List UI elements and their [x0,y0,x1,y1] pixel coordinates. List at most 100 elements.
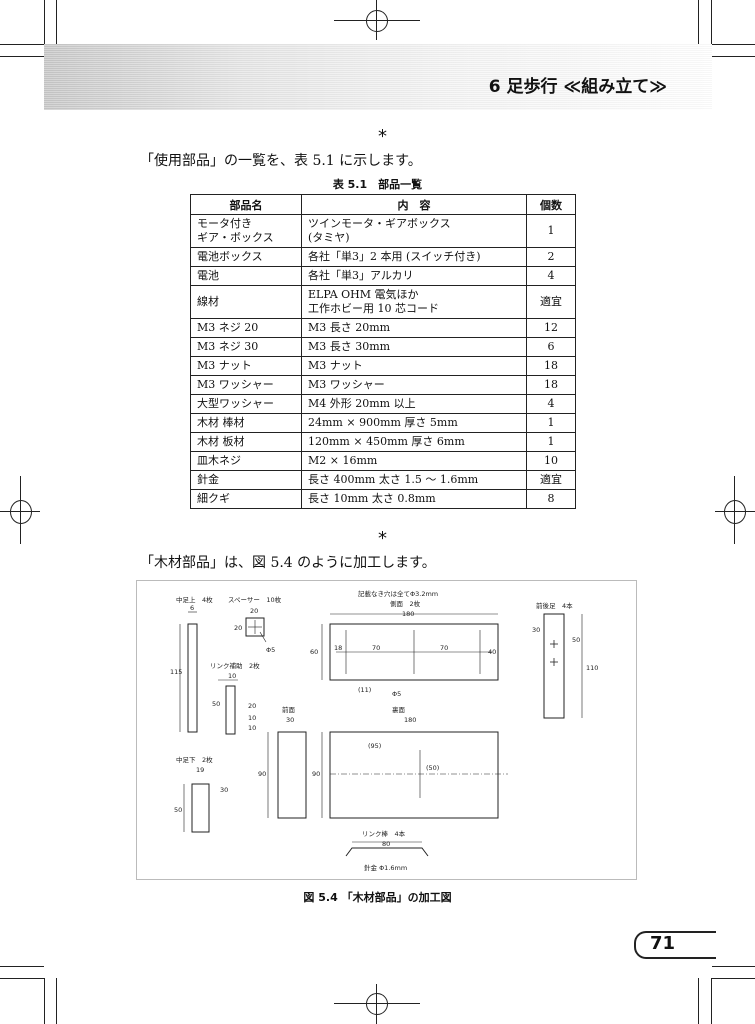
label-side-plate-h: 60 [310,648,318,656]
label-lower-leg: 中足下 2枚 [176,755,213,764]
chapter-header-band [44,44,712,110]
crop-mark [711,978,712,1024]
crop-mark [712,966,755,967]
cell-part-name: 電池ボックス [190,247,302,267]
label-side-note: 記載なき穴は全てΦ3.2mm [358,589,438,598]
parts-table: 部品名 内 容 個数 モータ付き ギア・ボックスツインモータ・ギアボックス (タ… [190,194,576,509]
registration-mark [334,1003,420,1004]
cell-content: M2 × 16mm [301,451,527,471]
cell-quantity: 1 [526,413,576,433]
link-rod-part [345,847,429,857]
label-back-d1: (95) [368,742,381,750]
crop-mark [712,56,755,57]
cell-quantity: 4 [526,394,576,414]
cell-content: 長さ 400mm 太さ 1.5 ～ 1.6mm [301,470,527,490]
registration-mark [715,511,755,512]
separator-asterisk: * [378,528,387,549]
cell-content: M3 長さ 30mm [301,337,527,357]
column-header-content: 内 容 [301,194,527,215]
crop-mark [44,978,45,1024]
cell-quantity: 12 [526,318,576,338]
lower-leg-part [191,783,210,833]
separator-asterisk: * [378,126,387,147]
label-spacer: スペーサー 10枚 [228,595,282,604]
crop-mark [44,0,45,44]
label-spacer-w: 20 [250,607,258,615]
cell-content: M3 ワッシャー [301,375,527,395]
label-spacer-hole: Φ5 [266,646,275,654]
column-header-name: 部品名 [190,194,302,215]
cell-content: 各社「単3」アルカリ [301,266,527,286]
column-header-qty: 個数 [526,194,576,215]
label-link-arm: リンク補助 2枚 [210,661,260,670]
back-part [329,731,499,819]
label-lower-leg-w: 19 [196,766,204,774]
page-number-tab [634,931,716,959]
table-row: 電池ボックス各社「単3」2 本用 (スイッチ付き)2 [190,247,576,267]
crop-mark [0,56,44,57]
crop-mark [712,44,755,45]
registration-mark [334,20,420,21]
cell-part-name: 木材 棒材 [190,413,302,433]
label-link-arm-w: 10 [228,672,236,680]
label-wire: 針金 Φ1.6mm [364,863,407,872]
registration-mark [0,511,40,512]
upper-leg-part [187,623,198,733]
crop-mark [0,978,44,979]
registration-mark [366,10,388,32]
cell-content: ツインモータ・ギアボックス (タミヤ) [301,214,527,248]
label-front-h: 90 [258,770,266,778]
chapter-title: 6 足歩行 ≪組み立て≫ [488,77,667,97]
label-back-d2: (50) [426,764,439,772]
cell-content: 長さ 10mm 太さ 0.8mm [301,489,527,509]
label-link-arm-d3: 10 [248,724,256,732]
table-caption: 表 5.1 部品一覧 [332,178,423,191]
cell-part-name: 木材 板材 [190,432,302,452]
label-lower-leg-d: 30 [220,786,228,794]
cell-part-name: M3 ネジ 20 [190,318,302,338]
label-upper-leg: 中足上 4枚 [176,595,213,604]
label-back-w: 180 [404,716,416,724]
crop-mark [0,966,44,967]
cell-content: 120mm × 450mm 厚さ 6mm [301,432,527,452]
cell-part-name: モータ付き ギア・ボックス [190,214,302,248]
label-fb-d2: 50 [572,636,580,644]
registration-mark [724,500,746,524]
label-lower-leg-h: 50 [174,806,182,814]
cell-content: 24mm × 900mm 厚さ 5mm [301,413,527,433]
spacer-part [245,617,265,637]
cell-quantity: 18 [526,356,576,376]
label-side-hole: Φ5 [392,690,401,698]
cell-content: M4 外形 20mm 以上 [301,394,527,414]
label-side-d3: 70 [440,644,448,652]
registration-mark [10,500,32,524]
label-link-arm-d2: 10 [248,714,256,722]
cell-part-name: 皿木ネジ [190,451,302,471]
crop-mark [711,0,712,44]
cell-part-name: 電池 [190,266,302,286]
label-link-arm-h: 50 [212,700,220,708]
link-arm-part [225,685,236,735]
table-row: モータ付き ギア・ボックスツインモータ・ギアボックス (タミヤ)1 [190,214,576,248]
page-number: 71 [650,933,676,954]
label-side-d4: 40 [488,648,496,656]
label-back-h: 90 [312,770,320,778]
label-front: 前面 [282,705,296,714]
label-spacer-h: 20 [234,624,242,632]
cell-part-name: M3 ナット [190,356,302,376]
cell-quantity: 8 [526,489,576,509]
registration-mark [376,984,377,1024]
crop-mark [0,44,44,45]
cell-quantity: 4 [526,266,576,286]
cell-part-name: M3 ネジ 30 [190,337,302,357]
label-front-w: 30 [286,716,294,724]
label-link-rod: リンク棒 4本 [362,829,406,838]
registration-mark [20,476,21,544]
